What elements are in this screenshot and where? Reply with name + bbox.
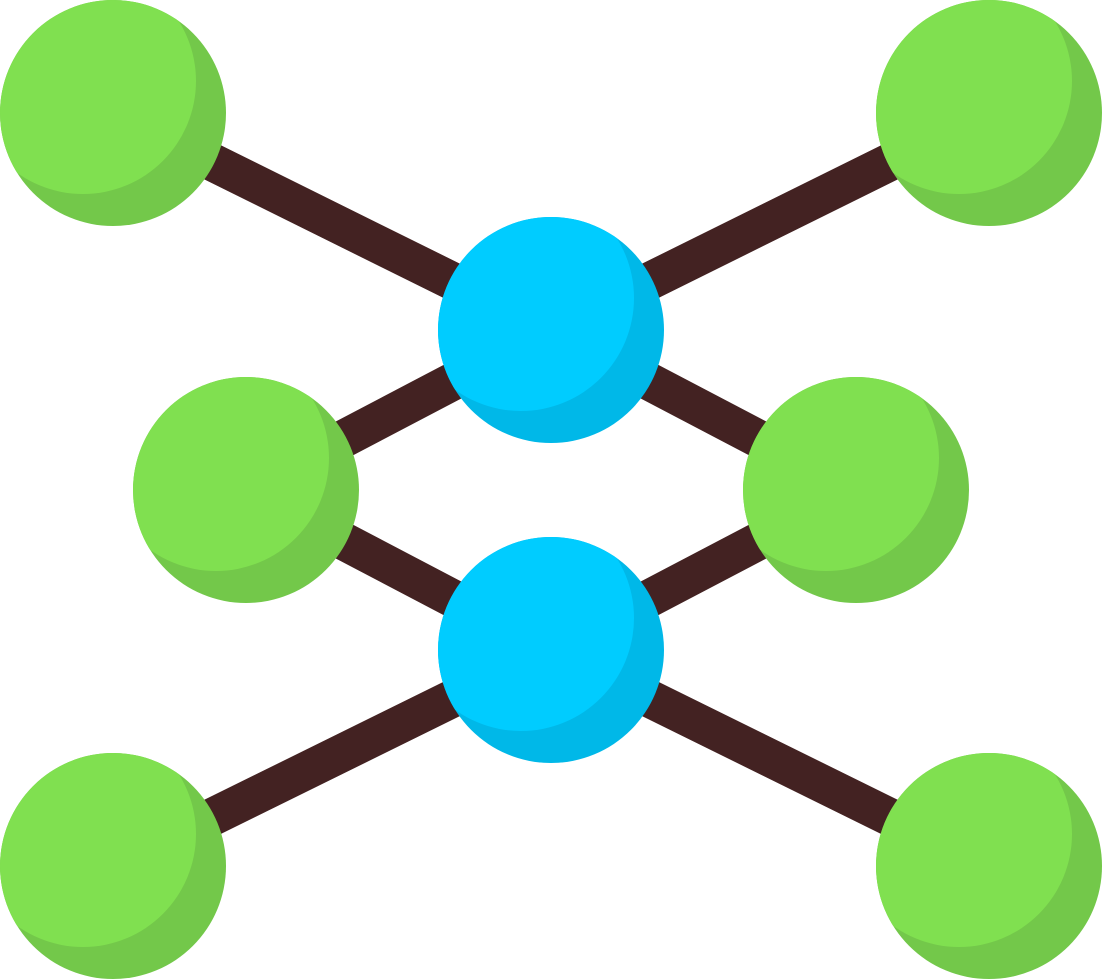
node-face bbox=[876, 753, 1072, 947]
node-face bbox=[133, 377, 329, 571]
node-top-right bbox=[876, 0, 1102, 226]
node-top-left bbox=[0, 0, 226, 226]
node-bottom-right bbox=[876, 753, 1102, 979]
node-bottom-left bbox=[0, 753, 226, 979]
node-middle-left bbox=[133, 377, 359, 603]
node-lower-hub bbox=[438, 537, 664, 763]
